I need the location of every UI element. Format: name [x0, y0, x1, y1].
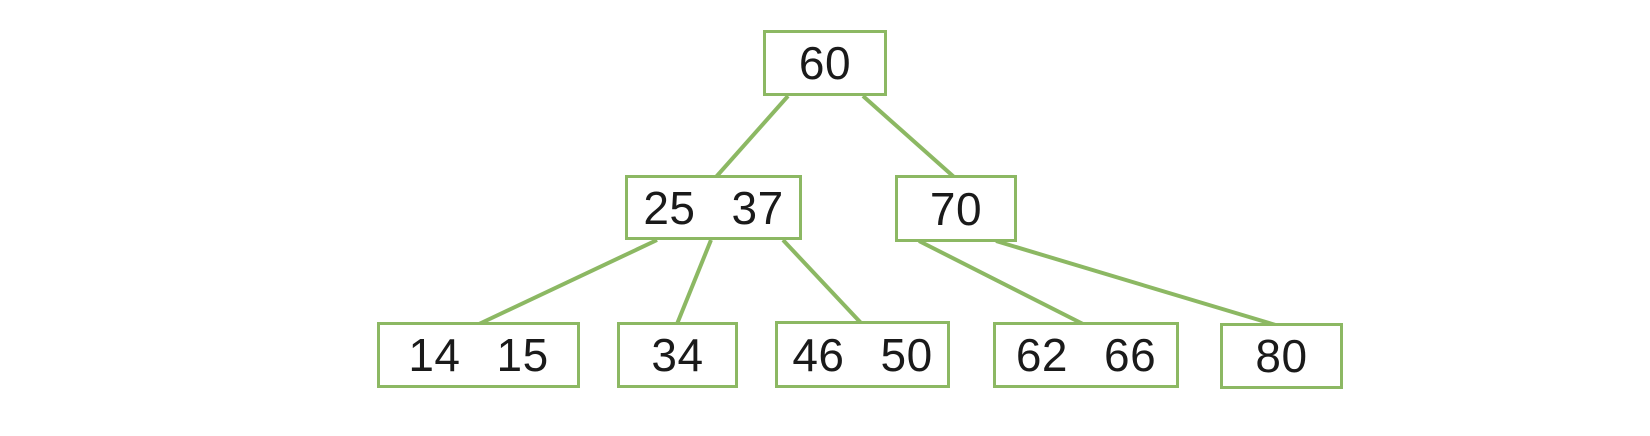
node-key: 34 — [651, 329, 704, 381]
edge-internal-70-leaf-62-66 — [918, 239, 1084, 326]
node-key: 25 — [643, 181, 696, 234]
tree-node-leaf-62-66: 62 66 — [993, 322, 1179, 388]
edge-internal-25-37-leaf-46-50 — [781, 238, 863, 325]
node-key: 14 — [408, 329, 461, 381]
edge-internal-70-leaf-80 — [995, 239, 1280, 328]
node-key: 80 — [1255, 330, 1308, 382]
node-key: 50 — [880, 328, 933, 381]
tree-node-leaf-46-50: 46 50 — [775, 321, 950, 388]
edge-internal-25-37-leaf-14-15 — [478, 238, 658, 326]
node-key: 62 — [1015, 329, 1068, 381]
node-key: 46 — [792, 328, 845, 381]
node-key: 37 — [731, 181, 784, 234]
tree-node-leaf-80: 80 — [1220, 323, 1343, 389]
tree-node-internal-25-37: 25 37 — [625, 175, 802, 240]
node-key: 15 — [496, 329, 549, 381]
node-key: 70 — [929, 182, 983, 235]
node-key: 66 — [1104, 329, 1157, 381]
edge-root-internal-70 — [861, 94, 956, 179]
edge-root-internal-25-37 — [714, 94, 790, 179]
tree-node-leaf-14-15: 14 15 — [377, 322, 580, 388]
edge-internal-25-37-leaf-34 — [675, 239, 713, 325]
node-key: 60 — [798, 37, 852, 89]
tree-node-leaf-34: 34 — [617, 322, 738, 388]
tree-node-root: 60 — [763, 30, 887, 96]
tree-node-internal-70: 70 — [895, 175, 1017, 242]
